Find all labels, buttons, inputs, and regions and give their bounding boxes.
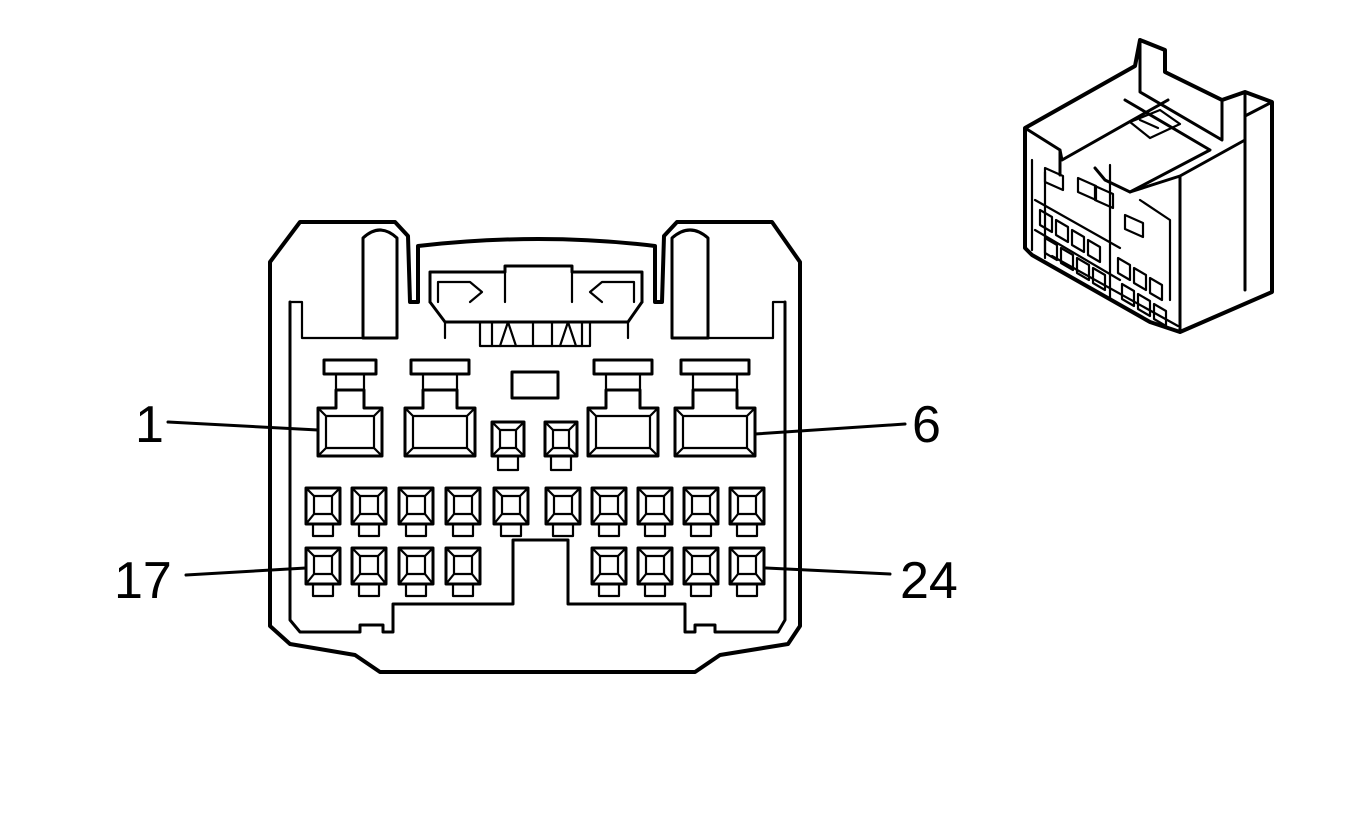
small-cavity — [543, 420, 579, 472]
large-cavities — [316, 358, 757, 458]
leader-pin-1 — [166, 420, 320, 432]
small-cavity — [490, 420, 526, 472]
large-cavity — [673, 358, 757, 458]
pin-cavity — [590, 486, 628, 538]
bottom-row-cavities — [304, 546, 766, 598]
pin-cavity — [682, 546, 720, 598]
pin-cavity — [350, 486, 388, 538]
pin-cavity — [397, 546, 435, 598]
leader-pin-6 — [753, 422, 907, 436]
middle-row-cavities — [304, 486, 766, 538]
pin-cavity — [728, 486, 766, 538]
pin-label-24: 24 — [900, 552, 958, 610]
pin-cavity — [350, 546, 388, 598]
pin-cavity — [590, 546, 628, 598]
connector-body — [268, 220, 802, 674]
pin-cavity — [444, 546, 482, 598]
small-center-cavities — [490, 420, 579, 472]
pin-cavity — [682, 486, 720, 538]
pin-cavity — [304, 486, 342, 538]
connector-isometric-icon — [1023, 38, 1274, 334]
large-cavity — [316, 358, 384, 458]
pin-cavity — [636, 546, 674, 598]
leader-lines — [166, 420, 907, 577]
leader-pin-17 — [184, 566, 308, 577]
large-cavity — [586, 358, 660, 458]
large-cavity — [403, 358, 477, 458]
leader-pin-24 — [764, 566, 892, 576]
pin-cavity — [544, 486, 582, 538]
pin-label-6: 6 — [912, 396, 941, 454]
pin-cavity — [728, 546, 766, 598]
pin-label-1: 1 — [135, 396, 164, 454]
pin-cavity — [636, 486, 674, 538]
pin-label-17: 17 — [114, 552, 172, 610]
pin-cavity — [492, 486, 530, 538]
pin-cavity — [444, 486, 482, 538]
pin-cavity — [304, 546, 342, 598]
pin-cavity — [397, 486, 435, 538]
